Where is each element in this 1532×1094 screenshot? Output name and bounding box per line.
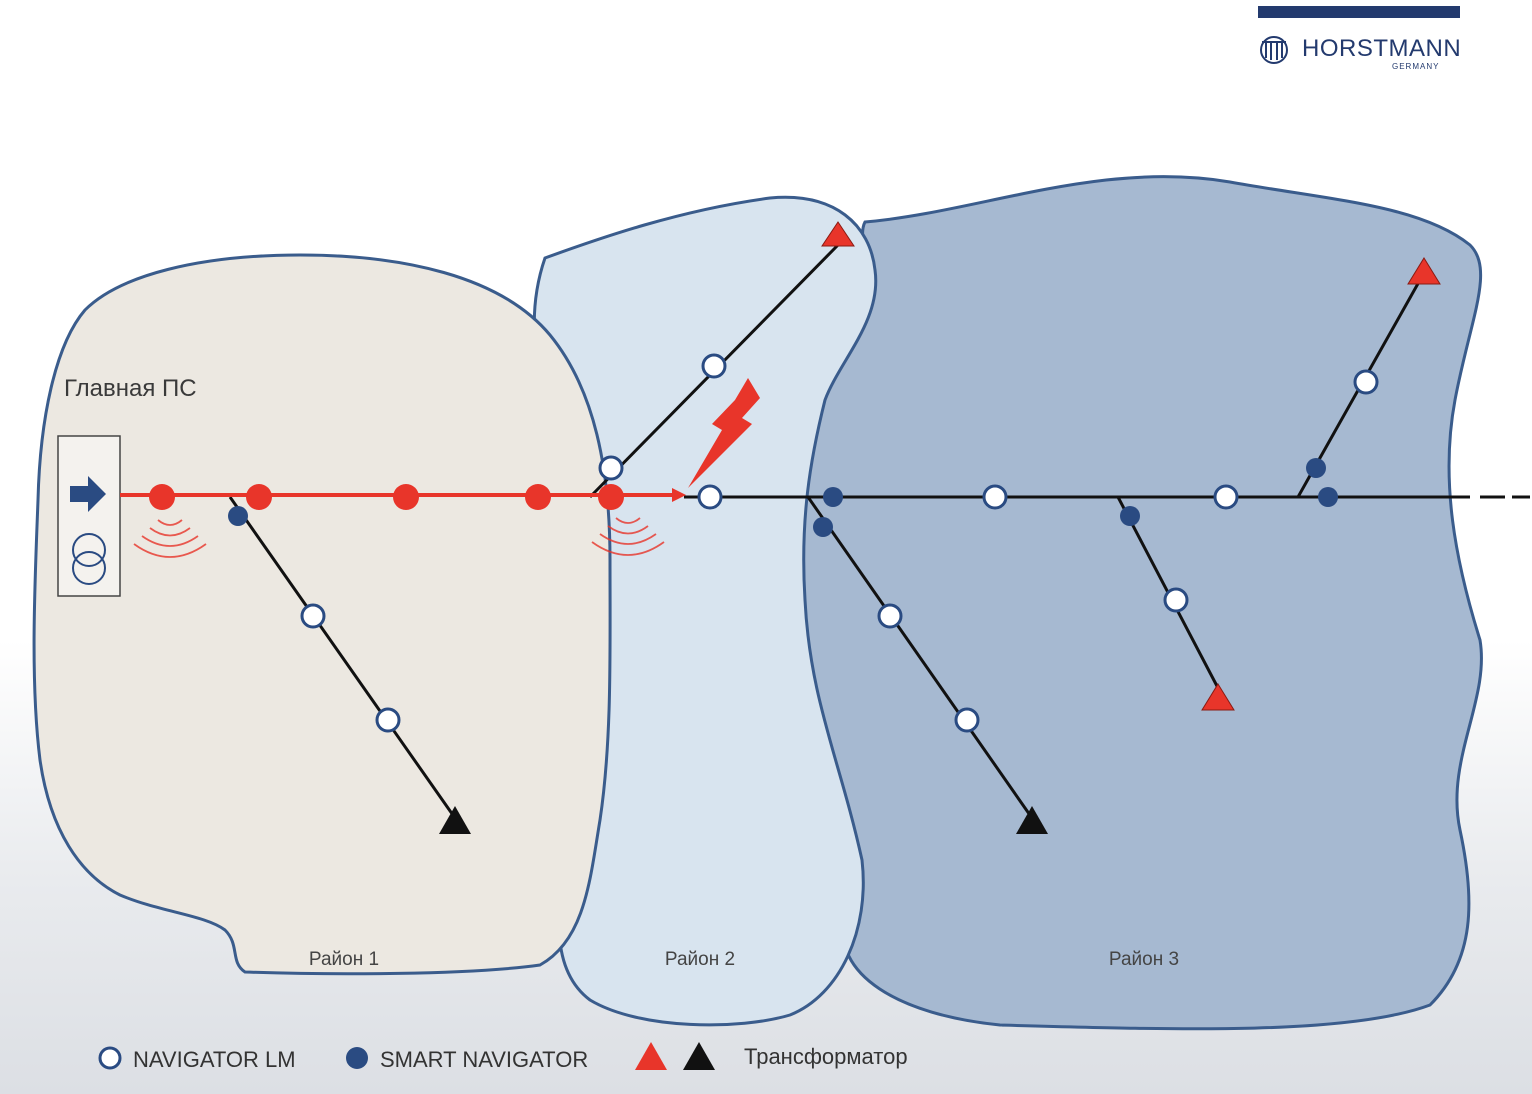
navigator-lm-indicator (697, 484, 723, 510)
substation-label: Главная ПС (64, 375, 197, 402)
legend-navigator-lm-label: NAVIGATOR LM (133, 1047, 296, 1072)
triggered-indicator (598, 484, 624, 510)
region-1-label: Район 1 (309, 949, 379, 970)
transformer-icon (1016, 806, 1048, 834)
feed-arrow-icon (70, 476, 106, 512)
navigator-lm-indicators (300, 353, 1379, 733)
navigator-lm-indicator (1213, 484, 1239, 510)
transformer-faulted-icon (821, 221, 855, 247)
transformer-icon (439, 806, 471, 834)
triggered-indicator (246, 484, 272, 510)
legend: NAVIGATOR LM SMART NAVIGATOR Трансформат… (98, 1042, 908, 1072)
navigator-lm-indicator (982, 484, 1008, 510)
legend-transformer-icon (683, 1042, 715, 1070)
smart-navigator-indicator (1120, 506, 1140, 526)
region-2-label: Район 2 (665, 949, 735, 970)
transformers (439, 221, 1441, 834)
logo-bar (1258, 6, 1460, 18)
smart-navigator-indicators (228, 458, 1338, 537)
navigator-lm-indicator (877, 603, 903, 629)
triggered-indicator (393, 484, 419, 510)
navigator-lm-indicator (375, 707, 401, 733)
transformer-faulted-icon (1407, 257, 1441, 285)
legend-smart-navigator-label: SMART NAVIGATOR (380, 1047, 588, 1072)
brand-sub: GERMANY (1392, 62, 1439, 71)
signal-waves-icon (591, 517, 665, 556)
smart-navigator-indicator (1318, 487, 1338, 507)
navigator-lm-indicator (954, 707, 980, 733)
legend-transformer-label: Трансформатор (744, 1044, 908, 1069)
legend-transformer-faulted-icon (635, 1042, 667, 1070)
legend-smart-navigator-icon (346, 1047, 368, 1069)
navigator-lm-indicator (1163, 587, 1189, 613)
navigator-lm-indicator (1353, 369, 1379, 395)
navigator-lm-indicator (300, 603, 326, 629)
fault-arrow-icon (672, 488, 686, 502)
triggered-indicator (149, 484, 175, 510)
transformer-symbol-icon (72, 533, 106, 585)
smart-navigator-indicator (228, 506, 248, 526)
triggered-indicator (525, 484, 551, 510)
horstmann-logo-icon (1260, 36, 1288, 64)
triggered-indicators (149, 484, 624, 510)
transformer-faulted-icon (1201, 683, 1235, 711)
brand-name: HORSTMANN (1302, 35, 1461, 62)
navigator-lm-indicator (598, 455, 624, 481)
region-3-label: Район 3 (1109, 949, 1179, 970)
navigator-lm-indicator (701, 353, 727, 379)
lightning-fault-icon (688, 378, 760, 488)
smart-navigator-indicator (813, 517, 833, 537)
substation-box (57, 435, 121, 597)
smart-navigator-indicator (823, 487, 843, 507)
smart-navigator-indicator (1306, 458, 1326, 478)
signal-waves-icon (133, 519, 207, 558)
legend-navigator-lm-icon (98, 1046, 122, 1070)
region-3-area (796, 175, 1483, 1031)
